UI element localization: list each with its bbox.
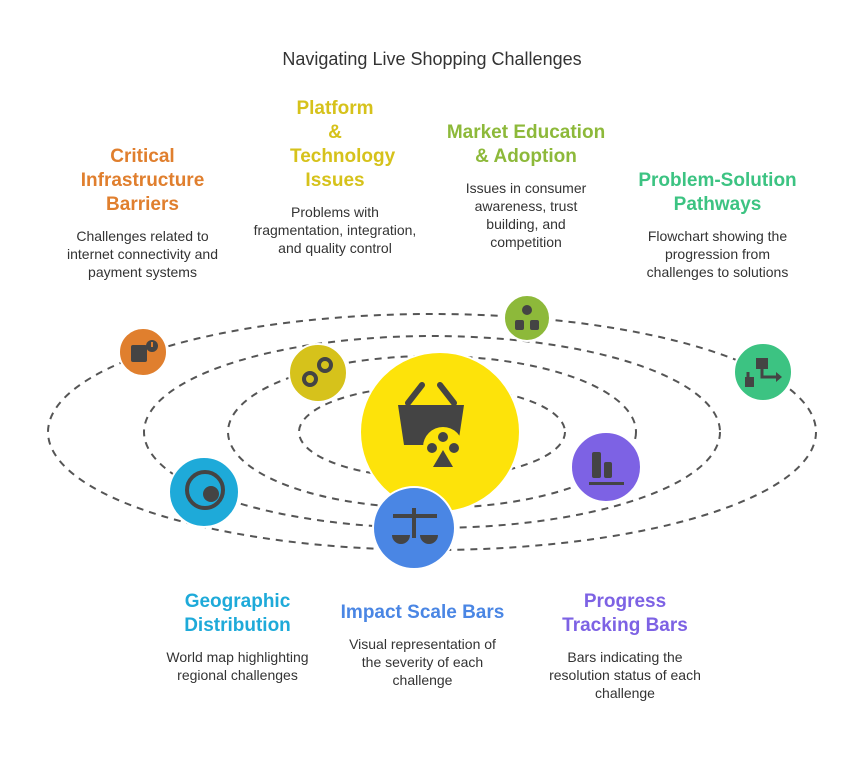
node-platform — [288, 343, 348, 403]
item-description: Bars indicating the resolution status of… — [549, 649, 701, 701]
people-network-icon — [515, 305, 539, 330]
item-description: Challenges related to internet connectiv… — [67, 228, 218, 280]
scale-icon — [392, 508, 438, 544]
item-geographic: Geographic Distribution World map highli… — [155, 590, 320, 684]
item-heading: Critical Infrastructure Barriers — [80, 146, 205, 215]
item-platform: Platform & Technology Issues Problems wi… — [250, 97, 420, 257]
gears-icon — [302, 357, 333, 387]
globe-icon — [185, 470, 225, 510]
item-description: Problems with fragmentation, integration… — [253, 204, 417, 256]
item-description: World map highlighting regional challeng… — [166, 649, 309, 683]
item-progress: Progress Tracking Bars Bars indicating t… — [545, 590, 705, 702]
item-heading: Platform & Technology Issues — [290, 98, 396, 191]
item-market: Market Education & Adoption Issues in co… — [440, 121, 612, 251]
item-heading: Geographic Distribution — [184, 591, 291, 636]
shopping-basket-icon — [398, 382, 464, 467]
warning-document-icon — [131, 340, 158, 362]
item-heading: Problem-Solution Pathways — [638, 170, 797, 215]
diagram-title: Navigating Live Shopping Challenges — [282, 49, 582, 69]
orbit-3 — [143, 335, 721, 529]
item-pathways: Problem-Solution Pathways Flowchart show… — [630, 169, 805, 281]
bar-chart-icon — [589, 452, 624, 485]
node-market — [503, 294, 551, 342]
item-infrastructure: Critical Infrastructure Barriers Challen… — [55, 145, 230, 281]
item-heading: Impact Scale Bars — [340, 602, 505, 623]
item-impact: Impact Scale Bars Visual representation … — [340, 601, 505, 689]
item-description: Visual representation of the severity of… — [349, 636, 496, 688]
item-heading: Market Education & Adoption — [446, 122, 606, 167]
item-heading: Progress Tracking Bars — [562, 591, 688, 636]
flowchart-icon — [745, 358, 782, 387]
item-description: Issues in consumer awareness, trust buil… — [465, 180, 587, 250]
item-description: Flowchart showing the progression from c… — [646, 228, 789, 280]
